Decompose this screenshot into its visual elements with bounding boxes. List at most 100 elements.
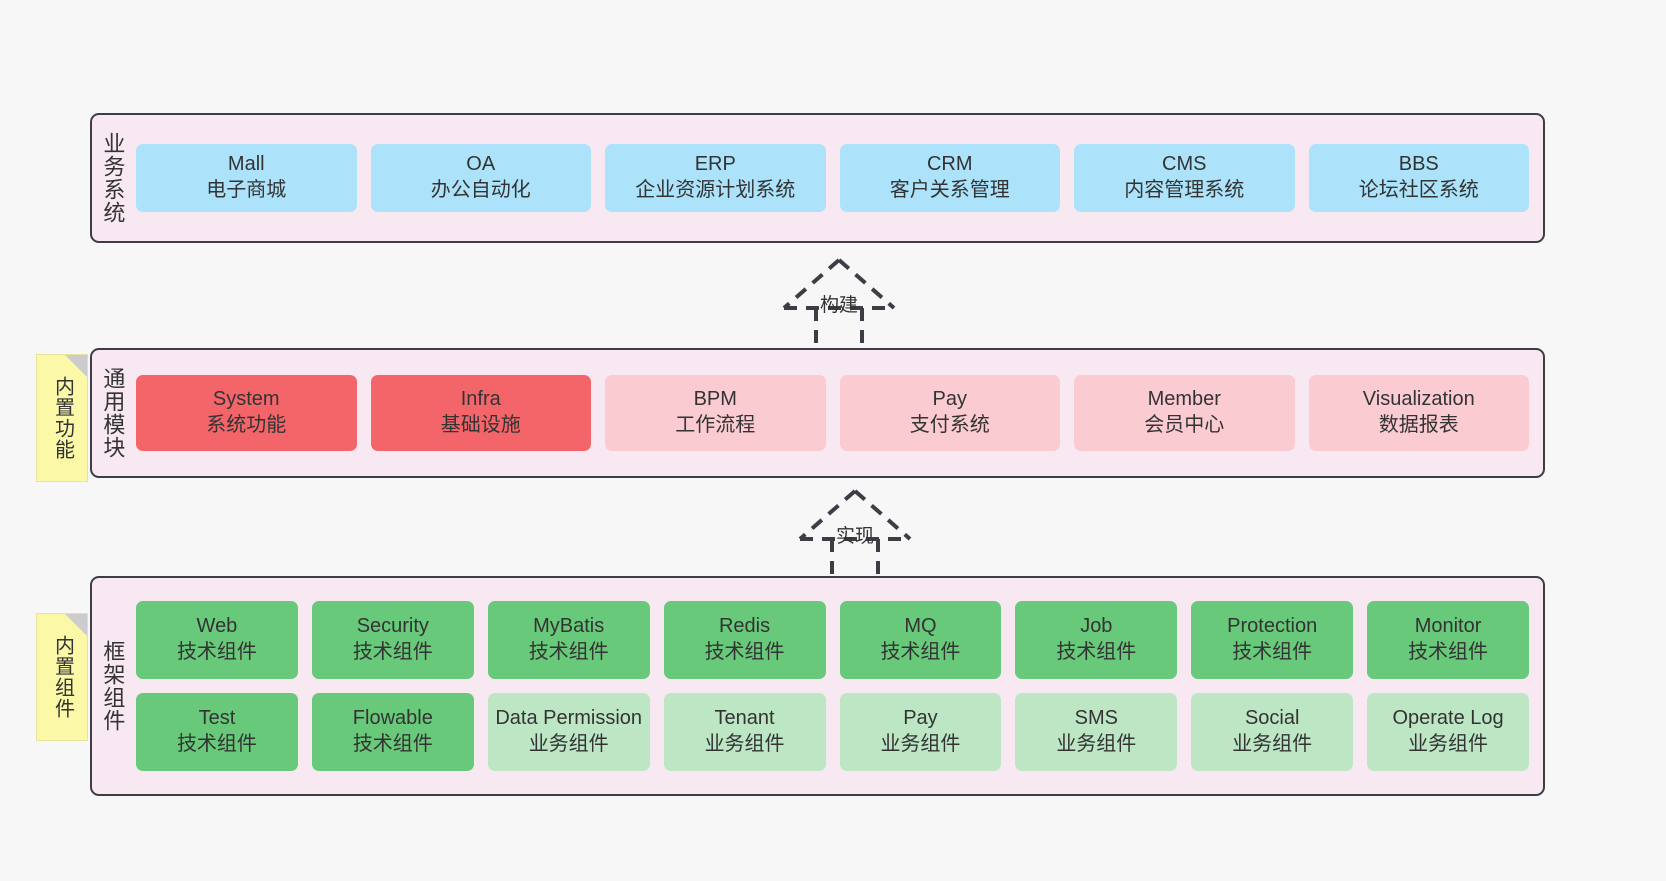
card-row: Mall 电子商城 OA 办公自动化 ERP 企业资源计划系统 CRM 客户关系… [136, 144, 1529, 212]
card-subtitle: 技术组件 [176, 641, 257, 663]
card-bpm[interactable]: BPM 工作流程 [605, 375, 826, 451]
card-title: Visualization [1362, 388, 1475, 411]
connector-label-realize: 实现 [835, 526, 875, 547]
card-bbs[interactable]: BBS 论坛社区系统 [1308, 144, 1529, 212]
card-subtitle: 支付系统 [909, 414, 990, 436]
card-protection[interactable]: Protection 技术组件 [1191, 601, 1354, 679]
layer-general-modules: 通用模块 System 系统功能 Infra 基础设施 BPM 工作流程 Pay… [90, 348, 1545, 478]
card-row: System 系统功能 Infra 基础设施 BPM 工作流程 Pay 支付系统… [136, 375, 1529, 451]
card-title: Operate Log [1392, 707, 1504, 730]
card-title: CMS [1162, 153, 1207, 176]
card-title: Security [356, 615, 429, 638]
card-title: Pay [932, 388, 967, 411]
card-sms[interactable]: SMS 业务组件 [1015, 693, 1178, 771]
card-job[interactable]: Job 技术组件 [1015, 601, 1178, 679]
card-subtitle: 业务组件 [1232, 733, 1313, 755]
card-title: MyBatis [533, 615, 605, 638]
card-row: Test 技术组件 Flowable 技术组件 Data Permission … [136, 693, 1529, 771]
card-subtitle: 业务组件 [880, 733, 961, 755]
card-member[interactable]: Member 会员中心 [1074, 375, 1295, 451]
card-tenant[interactable]: Tenant 业务组件 [663, 693, 826, 771]
connector-realize: 实现 [770, 487, 940, 587]
card-redis[interactable]: Redis 技术组件 [663, 601, 826, 679]
connector-build: 构建 [754, 256, 924, 356]
card-subtitle: 业务组件 [704, 733, 785, 755]
card-subtitle: 业务组件 [1056, 733, 1137, 755]
card-crm[interactable]: CRM 客户关系管理 [839, 144, 1060, 212]
card-subtitle: 技术组件 [1056, 641, 1137, 663]
card-subtitle: 技术组件 [176, 733, 257, 755]
card-monitor[interactable]: Monitor 技术组件 [1367, 601, 1529, 679]
card-mq[interactable]: MQ 技术组件 [839, 601, 1002, 679]
card-title: Member [1147, 388, 1221, 411]
layer-title-general-modules: 通用模块 [100, 367, 126, 459]
card-test[interactable]: Test 技术组件 [136, 693, 298, 771]
card-subtitle: 技术组件 [1232, 641, 1313, 663]
layer-business-system: 业务系统 Mall 电子商城 OA 办公自动化 ERP 企业资源计划系统 CRM… [90, 113, 1545, 243]
card-subtitle: 客户关系管理 [889, 179, 1010, 201]
card-mall[interactable]: Mall 电子商城 [136, 144, 357, 212]
card-title: Redis [718, 615, 771, 638]
card-data-permission[interactable]: Data Permission 业务组件 [487, 693, 650, 771]
note-text: 内置功能 [51, 376, 74, 460]
card-subtitle: 会员中心 [1144, 414, 1225, 436]
card-cms[interactable]: CMS 内容管理系统 [1074, 144, 1295, 212]
card-visualization[interactable]: Visualization 数据报表 [1308, 375, 1529, 451]
card-subtitle: 技术组件 [704, 641, 785, 663]
card-title: OA [466, 153, 496, 176]
card-infra[interactable]: Infra 基础设施 [370, 375, 591, 451]
card-title: CRM [926, 153, 973, 176]
card-title: Monitor [1414, 615, 1482, 638]
card-title: Web [196, 615, 238, 638]
card-mybatis[interactable]: MyBatis 技术组件 [487, 601, 650, 679]
note-text: 内置组件 [51, 635, 74, 719]
connector-arrow-right-edge [798, 489, 857, 541]
layer-framework-components: 框架组件 Web 技术组件 Security 技术组件 MyBatis 技术组件… [90, 576, 1545, 796]
card-title: BPM [693, 388, 737, 411]
card-subtitle: 技术组件 [352, 641, 433, 663]
card-subtitle: 业务组件 [528, 733, 609, 755]
connector-arrow-left-edge [837, 258, 896, 310]
card-subtitle: 业务组件 [1408, 733, 1489, 755]
card-row: Web 技术组件 Security 技术组件 MyBatis 技术组件 Redi… [136, 601, 1529, 679]
card-pay-module[interactable]: Pay 支付系统 [839, 375, 1060, 451]
card-title: SMS [1074, 707, 1118, 730]
card-erp[interactable]: ERP 企业资源计划系统 [605, 144, 826, 212]
card-pay-component[interactable]: Pay 业务组件 [839, 693, 1002, 771]
card-social[interactable]: Social 业务组件 [1191, 693, 1354, 771]
layer-title-framework-components: 框架组件 [100, 640, 126, 732]
card-subtitle: 技术组件 [352, 733, 433, 755]
card-title: BBS [1398, 153, 1439, 176]
card-subtitle: 办公自动化 [430, 179, 531, 201]
card-subtitle: 内容管理系统 [1124, 179, 1245, 201]
card-system[interactable]: System 系统功能 [136, 375, 357, 451]
card-title: ERP [694, 153, 736, 176]
card-subtitle: 企业资源计划系统 [635, 179, 796, 201]
card-subtitle: 工作流程 [675, 414, 756, 436]
layer-body-framework-components: Web 技术组件 Security 技术组件 MyBatis 技术组件 Redi… [132, 578, 1543, 794]
card-web[interactable]: Web 技术组件 [136, 601, 298, 679]
card-subtitle: 基础设施 [440, 414, 521, 436]
card-title: System [212, 388, 280, 411]
layer-body-business-system: Mall 电子商城 OA 办公自动化 ERP 企业资源计划系统 CRM 客户关系… [132, 115, 1543, 241]
card-subtitle: 系统功能 [206, 414, 287, 436]
card-security[interactable]: Security 技术组件 [311, 601, 474, 679]
connector-label-build: 构建 [819, 295, 859, 316]
layer-title-business-system: 业务系统 [100, 132, 126, 224]
card-title: Test [198, 707, 236, 730]
connector-arrow-left-edge [853, 489, 912, 541]
card-title: Pay [903, 707, 938, 730]
card-subtitle: 技术组件 [528, 641, 609, 663]
layer-body-general-modules: System 系统功能 Infra 基础设施 BPM 工作流程 Pay 支付系统… [132, 350, 1543, 476]
card-title: Social [1244, 707, 1300, 730]
card-flowable[interactable]: Flowable 技术组件 [311, 693, 474, 771]
card-subtitle: 数据报表 [1378, 414, 1459, 436]
card-subtitle: 技术组件 [1408, 641, 1489, 663]
card-subtitle: 电子商城 [206, 179, 287, 201]
card-oa[interactable]: OA 办公自动化 [370, 144, 591, 212]
card-operate-log[interactable]: Operate Log 业务组件 [1367, 693, 1529, 771]
note-builtin-function: 内置功能 [36, 354, 88, 482]
card-title: Data Permission [495, 707, 643, 730]
card-title: Flowable [352, 707, 433, 730]
card-subtitle: 论坛社区系统 [1358, 179, 1479, 201]
